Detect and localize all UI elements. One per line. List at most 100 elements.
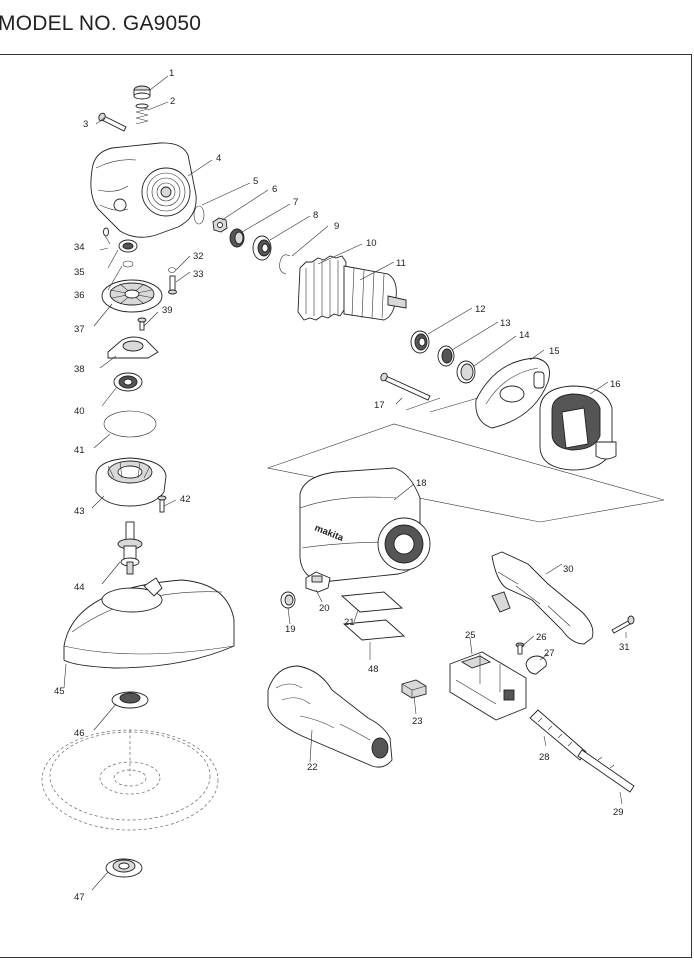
part-34-pin [103,227,109,237]
label-part-16: 16 [610,379,621,390]
part-48-label [342,619,406,641]
label-part-9: 9 [334,221,339,232]
part-14-bearing-retainer [456,360,476,384]
diagram-frame [0,54,692,958]
part-46-inner-flange [111,691,149,709]
label-part-30: 30 [563,564,574,575]
label-part-37: 37 [74,324,85,335]
part-number-labels: 1 2 3 4 5 6 7 8 9 10 11 12 13 14 15 16 1… [54,68,630,903]
label-part-38: 38 [74,364,85,375]
label-part-22: 22 [307,762,318,773]
label-part-7: 7 [293,197,298,208]
label-part-15: 15 [549,346,560,357]
part-3-screw [98,112,127,132]
label-part-2: 2 [170,96,175,107]
part-6-nut [212,217,228,233]
part-45-wheel-guard [63,577,235,669]
label-part-40: 40 [74,406,85,417]
label-part-11: 11 [396,258,406,269]
part-13-insulation-washer [437,345,455,367]
part-35-needle-bearing [118,239,138,253]
part-5-o-ring [193,205,205,225]
part-37-spiral-bevel-gear [101,279,163,313]
part-44-spindle [117,521,143,575]
header: MODEL NO. GA9050 [0,0,694,54]
leader-lines [63,75,627,891]
label-part-14: 14 [519,330,530,341]
abrasive-wheel-outline [41,729,219,831]
part-43-bearing-box [95,457,167,507]
part-25-switch [449,651,527,721]
part-47-lock-nut [105,858,143,878]
part-4-gear-housing [90,142,197,238]
part-19-carbon-brush-cap [280,591,296,609]
label-part-10: 10 [366,238,377,249]
label-part-12: 12 [475,304,486,315]
part-17-screw [380,372,431,401]
label-part-26: 26 [536,632,547,643]
label-part-31: 31 [619,642,630,653]
label-part-46: 46 [74,728,85,739]
label-part-43: 43 [74,506,85,517]
part-32-o-ring [168,267,176,273]
label-part-5: 5 [253,176,258,187]
part-42-screw [157,495,167,513]
part-23-carbon-brush [401,679,427,699]
label-part-36: 36 [74,290,85,301]
part-9-retaining-ring [279,254,291,275]
part-15-baffle-plate [475,357,550,429]
label-part-23: 23 [412,716,423,727]
label-part-18: 18 [416,478,427,489]
label-part-41: 41 [74,445,85,456]
part-2-spring [135,103,149,125]
label-part-17: 17 [374,400,385,411]
part-38-bearing-retainer [107,336,159,359]
part-33-shaft-lock-pin [168,275,177,295]
label-part-44: 44 [74,582,85,593]
part-26-screw [515,642,525,655]
part-39-screw [137,317,147,331]
part-41-o-ring [103,410,157,438]
label-part-45: 45 [54,686,65,697]
part-27-strain-relief [525,655,547,675]
label-part-13: 13 [500,318,511,329]
label-part-27: 27 [544,648,555,659]
label-part-33: 33 [193,269,204,280]
label-part-19: 19 [285,624,296,635]
label-part-29: 29 [613,807,624,818]
model-number-title: MODEL NO. GA9050 [0,12,202,35]
part-16-field-coil [539,385,617,471]
label-part-34: 34 [74,242,85,253]
part-28-cord-guard [529,709,587,761]
part-11-armature [297,255,407,321]
label-part-21: 21 [344,617,355,628]
label-part-4: 4 [216,153,221,164]
part-30-handle-cover [491,551,594,645]
part-31-screw [611,615,635,634]
label-part-48: 48 [368,664,379,675]
part-36-retaining-ring [122,260,134,268]
part-1-cap [133,85,151,100]
part-20-brush-holder [305,571,331,593]
part-21-label [340,591,404,613]
part-12-ball-bearing [410,330,430,354]
label-part-20: 20 [319,603,330,614]
assembly-outline [266,397,665,523]
label-part-1: 1 [169,68,174,79]
part-22-rear-cover [267,665,393,768]
part-8-ball-bearing [252,235,272,261]
label-part-35: 35 [74,267,85,278]
label-part-8: 8 [313,210,318,221]
part-29-power-supply-cord [577,749,635,793]
label-part-28: 28 [539,752,550,763]
label-part-6: 6 [272,184,277,195]
label-part-32: 32 [193,251,204,262]
label-part-42: 42 [180,494,191,505]
exploded-parts-diagram: makita [41,68,665,903]
label-part-3: 3 [83,119,88,130]
part-18-motor-housing: makita [299,467,431,583]
part-40-ball-bearing [113,372,143,392]
label-part-25: 25 [465,630,476,641]
label-part-47: 47 [74,892,85,903]
label-part-39: 39 [162,305,173,316]
